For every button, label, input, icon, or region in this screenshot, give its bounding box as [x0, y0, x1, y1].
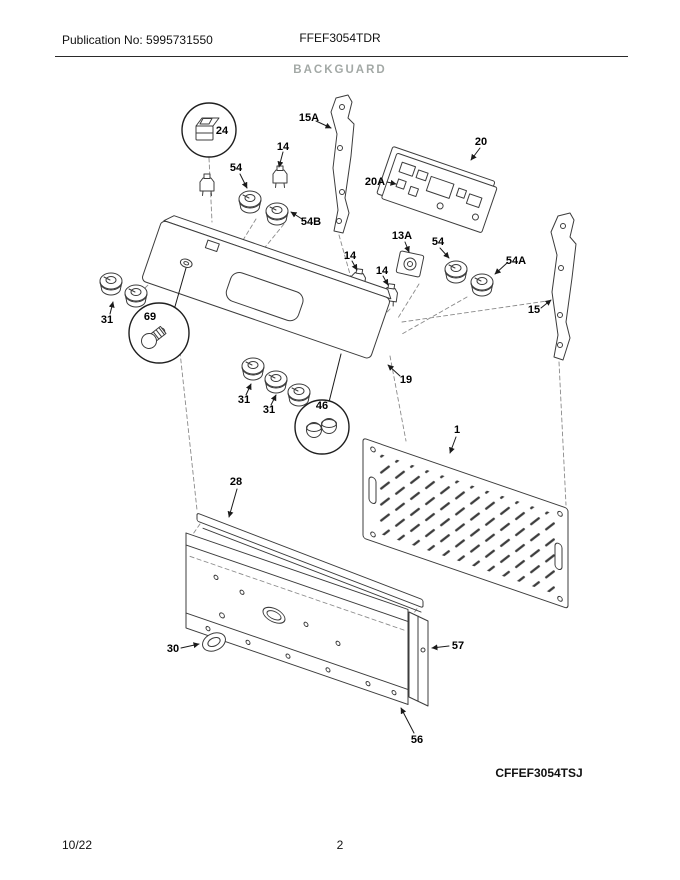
- callout-31-2: 31: [237, 394, 251, 406]
- control-knob: [265, 202, 289, 226]
- footer-date: 10/22: [62, 838, 93, 852]
- callout-20a: 20A: [364, 176, 386, 188]
- mounting-bracket-right: [550, 212, 577, 361]
- control-knob: [470, 273, 494, 297]
- callout-24: 24: [215, 125, 229, 137]
- callout-31-1: 31: [100, 314, 114, 326]
- switch-part: [272, 165, 288, 188]
- lower-back-panel: [185, 532, 409, 705]
- callout-54-1: 54: [229, 162, 243, 174]
- control-knob: [241, 357, 265, 381]
- callout-46: 46: [315, 400, 329, 412]
- callout-14-2: 14: [343, 250, 357, 262]
- mounting-bracket-left: [330, 94, 355, 234]
- switch-part: [199, 173, 215, 196]
- callout-14-1: 14: [276, 141, 290, 153]
- control-knob: [264, 370, 288, 394]
- trim-strip: [196, 513, 424, 613]
- oval-cover-part: [202, 632, 226, 652]
- control-knob: [238, 190, 262, 214]
- callout-1: 1: [453, 424, 461, 436]
- side-flange: [408, 611, 429, 707]
- light-bulb-part: [128, 267, 190, 364]
- callout-54b: 54B: [300, 216, 322, 228]
- callout-leader-lines: [108, 120, 552, 734]
- control-knob: [287, 383, 311, 407]
- footer-page-number: 2: [336, 838, 344, 852]
- header-divider: [55, 56, 628, 57]
- callout-30: 30: [166, 643, 180, 655]
- control-knob: [124, 284, 148, 308]
- control-knob: [99, 272, 123, 296]
- model-number: FFEF3054TDR: [299, 31, 381, 45]
- callout-15: 15: [527, 304, 541, 316]
- drawing-code: CFFEF3054TSJ: [495, 766, 583, 780]
- oven-selector-switch: [395, 250, 425, 278]
- callout-56: 56: [410, 734, 424, 746]
- control-board: [376, 146, 498, 233]
- callout-31-3: 31: [262, 404, 276, 416]
- callout-20: 20: [474, 136, 488, 148]
- callout-54-2: 54: [431, 236, 445, 248]
- rocker-switch-part: [181, 102, 237, 158]
- callout-14-3: 14: [375, 265, 389, 277]
- callout-19: 19: [399, 374, 413, 386]
- callout-69: 69: [143, 311, 157, 323]
- callout-13a: 13A: [391, 230, 413, 242]
- publication-number: Publication No: 5995731550: [62, 33, 213, 47]
- callout-28: 28: [229, 476, 243, 488]
- control-knob: [444, 260, 468, 284]
- control-panel: [142, 215, 392, 359]
- callout-15a: 15A: [298, 112, 320, 124]
- push-button-caps-part: [294, 353, 350, 455]
- callout-57: 57: [451, 640, 465, 652]
- rear-vent-panel: [362, 438, 569, 609]
- callout-54a: 54A: [505, 255, 527, 267]
- section-title: BACKGUARD: [293, 64, 387, 76]
